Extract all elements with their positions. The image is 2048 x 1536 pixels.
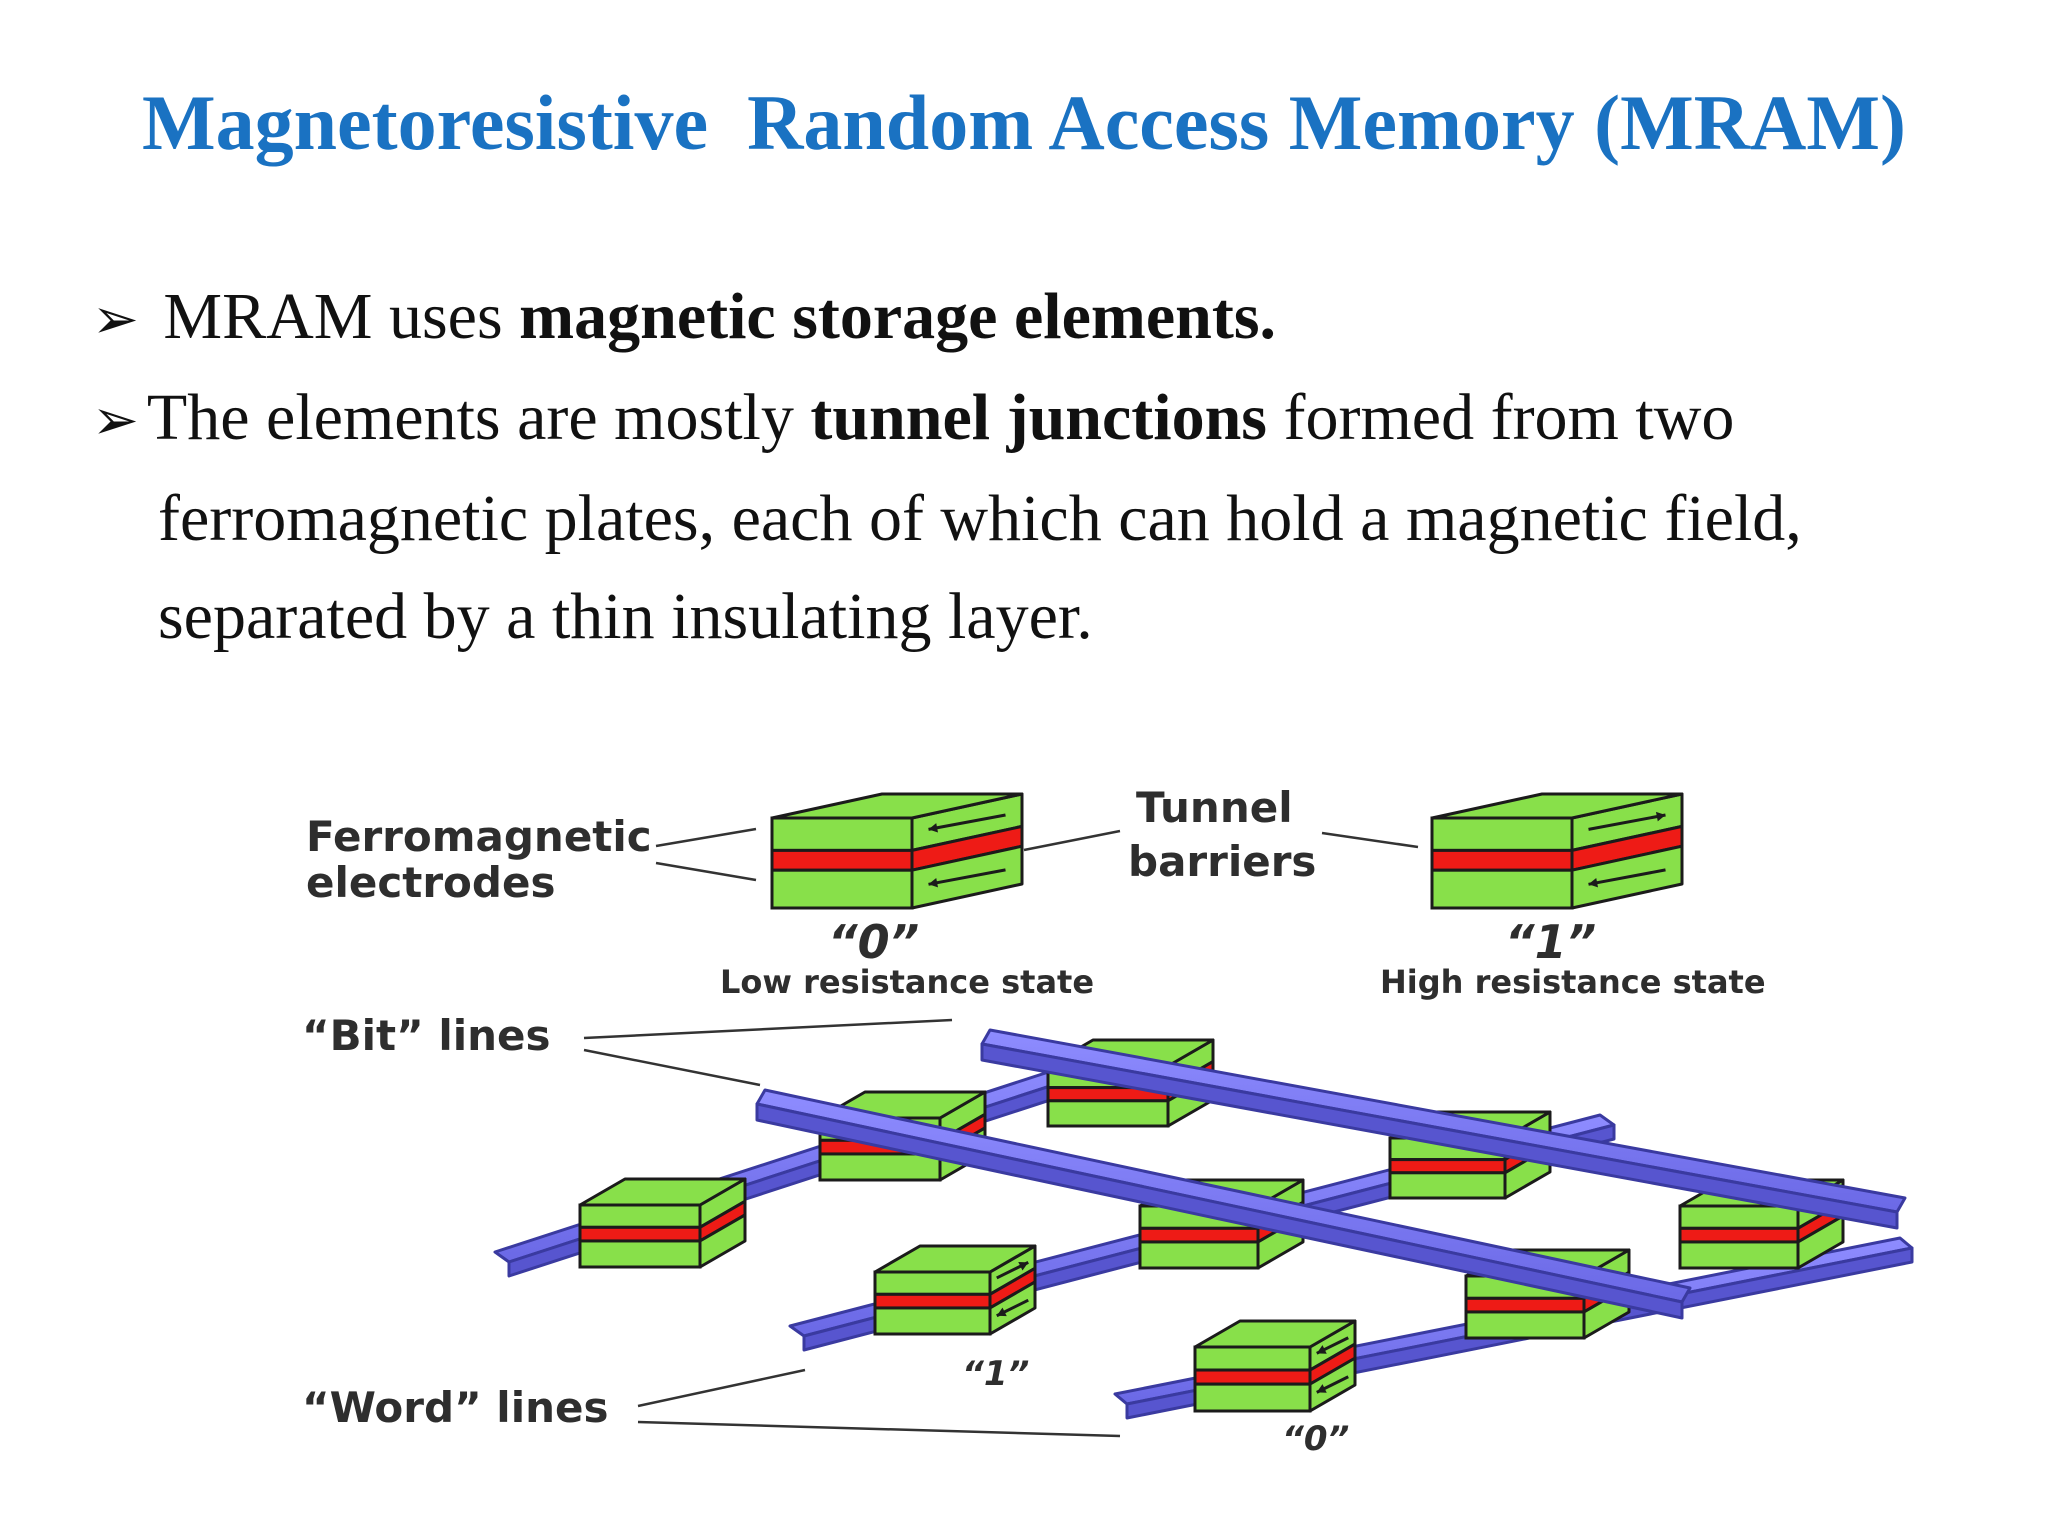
bullet-bold-text: tunnel junctions <box>810 381 1267 454</box>
label-tunnel: Tunnel <box>1136 783 1293 832</box>
bullet-continuation: separated by a thin insulating layer. <box>158 580 1093 653</box>
leader-lines <box>583 827 1419 1438</box>
label-low-resistance: Low resistance state <box>720 963 1094 1001</box>
label-bottom-0: “0” <box>1282 1419 1349 1459</box>
junction-cube-state-0 <box>770 792 1024 910</box>
slide-title: Magnetoresistive Random Access Memory (M… <box>142 79 1906 166</box>
memory-cell-state-1 <box>873 1244 1037 1336</box>
memory-cell-state-0 <box>1193 1319 1357 1413</box>
label-state-1: “1” <box>1505 915 1596 969</box>
bullet-text: The elements are mostly <box>146 381 811 454</box>
bit-line-2 <box>980 1028 1907 1230</box>
label-word-lines: “Word” lines <box>302 1383 608 1432</box>
label-bottom-1: “1” <box>962 1354 1029 1394</box>
junction-cube-state-1 <box>1430 792 1684 910</box>
arrow-bullet-icon: ➢ <box>92 390 139 452</box>
bullet-bold-text: magnetic storage elements. <box>519 280 1277 353</box>
bullet-continuation: ferromagnetic plates, each of which can … <box>158 482 1802 555</box>
label-high-resistance: High resistance state <box>1380 963 1766 1001</box>
memory-cell <box>1678 1178 1845 1270</box>
label-ferromagnetic: Ferromagnetic <box>306 812 652 861</box>
bullet-list: ➢ MRAM uses magnetic storage elements. ➢… <box>92 268 1992 666</box>
bit-line-1 <box>755 1088 1692 1320</box>
label-state-0: “0” <box>828 915 919 969</box>
bullet-item-1: ➢ MRAM uses magnetic storage elements. <box>92 268 1992 369</box>
memory-cell <box>578 1177 747 1269</box>
label-bit-lines: “Bit” lines <box>302 1011 551 1060</box>
bullet-text: formed from two <box>1267 381 1735 454</box>
arrow-bullet-icon: ➢ <box>92 289 139 351</box>
label-electrodes: electrodes <box>306 858 555 907</box>
label-barriers: barriers <box>1128 837 1316 886</box>
bullet-item-2: ➢The elements are mostly tunnel junction… <box>92 369 1992 470</box>
bullet-text: MRAM uses <box>163 280 520 353</box>
